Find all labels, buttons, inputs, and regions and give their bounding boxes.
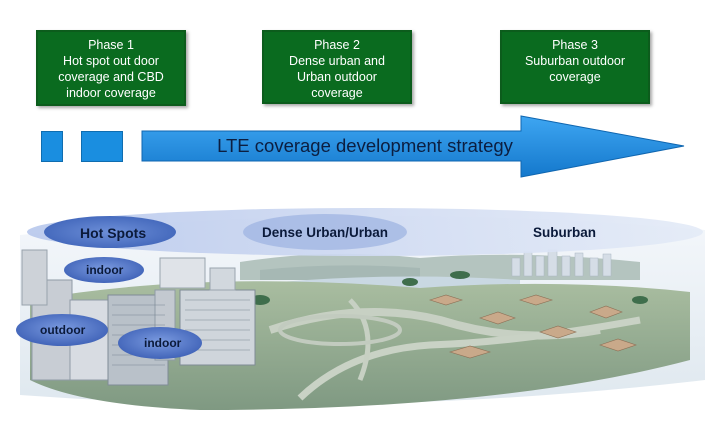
progress-square-medium bbox=[81, 131, 123, 162]
phase-2-description: Dense urban and Urban outdoor coverage bbox=[289, 54, 385, 100]
phase-3-box: Phase 3 Suburban outdoor coverage bbox=[500, 30, 650, 104]
indoor-label-bottom: indoor bbox=[144, 336, 182, 350]
progress-square-small bbox=[41, 131, 63, 162]
phase-2-title: Phase 2 bbox=[314, 38, 360, 52]
phase-3-description: Suburban outdoor coverage bbox=[524, 54, 626, 84]
phase-1-description: Hot spot out door coverage and CBD indoo… bbox=[58, 54, 164, 100]
phase-2-box: Phase 2 Dense urban and Urban outdoor co… bbox=[262, 30, 412, 104]
suburban-label: Suburban bbox=[533, 225, 596, 240]
indoor-label-top: indoor bbox=[86, 263, 124, 277]
phase-3-title: Phase 3 bbox=[552, 38, 598, 52]
hot-spots-ellipse bbox=[44, 216, 176, 248]
indoor-bubble-top bbox=[64, 257, 144, 283]
dense-urban-label: Dense Urban/Urban bbox=[262, 225, 389, 240]
hot-spots-label: Hot Spots bbox=[80, 225, 147, 241]
dense-urban-ellipse bbox=[243, 214, 407, 250]
outdoor-label: outdoor bbox=[40, 323, 86, 337]
phase-1-box: Phase 1 Hot spot out door coverage and C… bbox=[36, 30, 186, 106]
outdoor-bubble bbox=[16, 314, 108, 346]
phase-1-title: Phase 1 bbox=[88, 38, 134, 52]
indoor-bubble-bottom bbox=[118, 327, 202, 359]
arrow-label: LTE coverage development strategy bbox=[217, 135, 513, 156]
